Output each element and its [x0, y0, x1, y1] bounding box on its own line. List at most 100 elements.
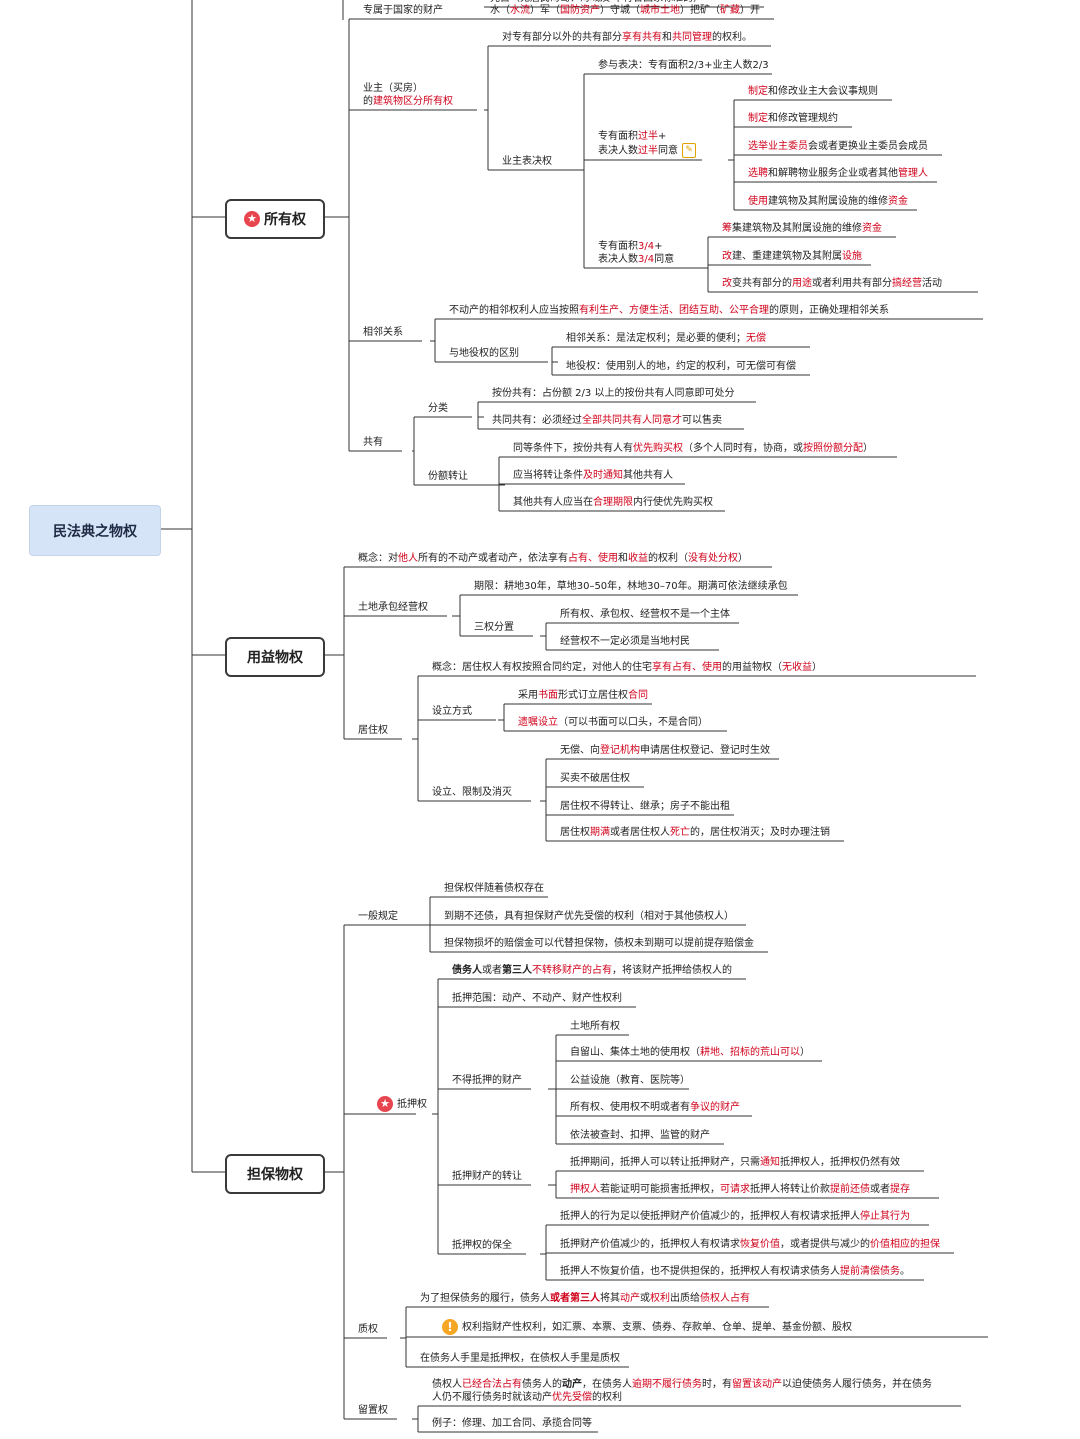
mindmap-node[interactable]: 债权人已经合法占有债务人的动产，在债务人逾期不履行债务时，有留置该动产以迫使债务…: [432, 1378, 932, 1404]
mindmap-node[interactable]: 使用建筑物及其附属设施的维修资金: [748, 195, 908, 208]
mindmap-node[interactable]: 遗嘱设立（可以书面可以口头，不是合同）: [518, 716, 708, 729]
node-line: 应当将转让条件及时通知其他共有人: [513, 469, 673, 482]
mindmap-node[interactable]: 抵押权的保全: [452, 1239, 512, 1252]
mindmap-node[interactable]: 留置权: [358, 1404, 388, 1417]
mindmap-node[interactable]: 债务人或者第三人不转移财产的占有，将该财产抵押给债权人的: [452, 964, 732, 977]
node-text: 三权分置: [474, 622, 514, 633]
mindmap-node[interactable]: 改建、重建建筑物及其附属设施: [722, 250, 862, 263]
mindmap-node[interactable]: 不得抵押的财产: [452, 1074, 522, 1087]
node-text: 所有的不动产或者动产，依法享有: [418, 553, 568, 564]
mindmap-node[interactable]: 土地承包经营权: [358, 601, 428, 614]
node-line: 土地所有权: [570, 1020, 620, 1033]
mindmap-node[interactable]: 按份共有：占份额 2/3 以上的按份共有人同意即可处分: [492, 387, 734, 400]
node-text: 共有: [363, 437, 383, 448]
mindmap-node[interactable]: 制定和修改管理规约: [748, 112, 838, 125]
mindmap-node[interactable]: 相邻关系：是法定权利；是必要的便利；无偿: [566, 332, 766, 345]
node-text: 提存: [890, 1184, 910, 1195]
mindmap-node[interactable]: 依法被查封、扣押、监管的财产: [570, 1129, 710, 1142]
mindmap-node[interactable]: 为了担保债务的履行，债务人或者第三人将其动产或权利出质给债权人占有: [420, 1292, 750, 1305]
node-text: 专有面积: [598, 241, 638, 252]
mindmap-node[interactable]: 一般规定: [358, 910, 398, 923]
mindmap-node[interactable]: 居住权: [358, 724, 388, 737]
mindmap-node[interactable]: 质权: [358, 1323, 378, 1336]
node-line: 专有面积过半+: [598, 130, 696, 143]
mindmap-node[interactable]: 应当将转让条件及时通知其他共有人: [513, 469, 673, 482]
mindmap-node[interactable]: 设立、限制及消灭: [432, 786, 512, 799]
mindmap-node[interactable]: 对专有部分以外的共有部分享有共有和共同管理的权利。: [502, 31, 752, 44]
mindmap-node[interactable]: 业主表决权: [502, 155, 552, 168]
mindmap-node[interactable]: 参与表决：专有面积2/3+业主人数2/3: [598, 59, 769, 72]
mindmap-node[interactable]: 制定和修改业主大会议事规则: [748, 85, 878, 98]
node-text: 抵押权: [397, 1099, 427, 1110]
node-text: 改: [722, 251, 732, 262]
mindmap-node[interactable]: 所有权、承包权、经营权不是一个主体: [560, 608, 730, 621]
mindmap-node[interactable]: 设立方式: [432, 705, 472, 718]
mindmap-node[interactable]: 担保权伴随着债权存在: [444, 882, 544, 895]
node-text: 或者: [482, 965, 502, 976]
mindmap-node[interactable]: 地役权：使用别人的地，约定的权利，可无偿可有偿: [566, 360, 796, 373]
mindmap-node[interactable]: 期限：耕地30年，草地30–50年，林地30–70年。期满可依法继续承包: [474, 580, 788, 593]
mindmap-node[interactable]: 选举业主委员会或者更换业主委员会成员: [748, 140, 928, 153]
mindmap-node[interactable]: 选聘和解聘物业服务企业或者其他管理人: [748, 167, 928, 180]
mindmap-node[interactable]: 抵押人的行为足以使抵押财产价值减少的，抵押权人有权请求抵押人停止其行为: [560, 1210, 910, 1223]
mindmap-node[interactable]: 在债务人手里是抵押权，在债权人手里是质权: [420, 1352, 620, 1365]
topic-ownership[interactable]: ★所有权: [225, 199, 325, 239]
mindmap-node[interactable]: 抵押财产的转让: [452, 1170, 522, 1183]
mindmap-node[interactable]: 专有面积3/4+表决人数3/4同意: [598, 240, 674, 266]
topic-ownership-label: 所有权: [264, 212, 306, 228]
mindmap-node[interactable]: 水（水流）军（国防资产）守城（城市土地）把矿（矿藏）开: [490, 4, 760, 17]
mindmap-node[interactable]: 抵押范围：动产、不动产、财产性权利: [452, 992, 622, 1005]
node-text: 设施: [842, 251, 862, 262]
mindmap-node[interactable]: 采用书面形式订立居住权合同: [518, 689, 648, 702]
mindmap-node[interactable]: 三权分置: [474, 621, 514, 634]
mindmap-node[interactable]: 买卖不破居住权: [560, 772, 630, 785]
node-text: ）军（: [530, 5, 560, 16]
mindmap-node[interactable]: 所有权、使用权不明或者有争议的财产: [570, 1101, 740, 1114]
mindmap-node[interactable]: 分类: [428, 402, 448, 415]
mindmap-node[interactable]: !权利指财产性权利，如汇票、本票、支票、债券、存款单、仓单、提单、基金份额、股权: [442, 1319, 852, 1335]
mindmap-node[interactable]: 改变共有部分的用途或者利用共有部分搞经营活动: [722, 277, 942, 290]
mindmap-node[interactable]: 居住权不得转让、继承；房子不能出租: [560, 800, 730, 813]
mindmap-node[interactable]: 筹集建筑物及其附属设施的维修资金: [722, 222, 882, 235]
mindmap-node[interactable]: 专属于国家的财产: [363, 4, 443, 17]
mindmap-node[interactable]: 同等条件下，按份共有人有优先购买权（多个人同时有，协商，或按照份额分配）: [513, 442, 873, 455]
node-text: ）把矿（: [680, 5, 720, 16]
node-text: 选举业主委员: [748, 141, 808, 152]
mindmap-node[interactable]: 相邻关系: [363, 326, 403, 339]
mindmap-node[interactable]: 经营权不一定必须是当地村民: [560, 635, 690, 648]
mindmap-node[interactable]: 业主（买房）的建筑物区分所有权: [363, 82, 453, 108]
mindmap-node[interactable]: 与地役权的区别: [449, 347, 519, 360]
mindmap-node[interactable]: 抵押人不恢复价值，也不提供担保的，抵押权人有权请求债务人提前清偿债务。: [560, 1265, 910, 1278]
mindmap-node[interactable]: 押权人若能证明可能损害抵押权，可请求抵押人将转让价款提前还债或者提存: [570, 1183, 910, 1196]
mindmap-node[interactable]: 到期不还债，具有担保财产优先受偿的权利（相对于其他债权人）: [444, 910, 734, 923]
mindmap-node[interactable]: 无偿、向登记机构申请居住权登记、登记时生效: [560, 744, 770, 757]
mindmap-node[interactable]: 抵押期间，抵押人可以转让抵押财产，只需通知抵押权人，抵押权仍然有效: [570, 1156, 900, 1169]
mindmap-node[interactable]: 先占（无居民海岛、海域及 不符合国家标准的）: [490, 0, 703, 5]
mindmap-node[interactable]: 例子：修理、加工合同、承揽合同等: [432, 1417, 592, 1430]
mindmap-node[interactable]: 概念：对他人所有的不动产或者动产，依法享有占有、使用和收益的权利（没有处分权）: [358, 552, 748, 565]
mindmap-node[interactable]: 担保物损坏的赔偿金可以代替担保物，债权未到期可以提前提存赔偿金: [444, 937, 754, 950]
node-line: 抵押范围：动产、不动产、财产性权利: [452, 992, 622, 1005]
node-text: 遗嘱设立: [518, 717, 558, 728]
node-text: 优先购买权: [633, 443, 683, 454]
root-topic[interactable]: 民法典之物权: [29, 505, 161, 556]
mindmap-node[interactable]: 其他共有人应当在合理期限内行使优先购买权: [513, 496, 713, 509]
mindmap-node[interactable]: 概念：居住权人有权按照合同约定，对他人的住宅享有占有、使用的用益物权（无收益）: [432, 661, 822, 674]
mindmap-node[interactable]: 不动产的相邻权利人应当按照有利生产、方便生活、团结互助、公平合理的原则，正确处理…: [449, 304, 889, 317]
mindmap-node[interactable]: 共同共有：必须经过全部共同共有人同意才可以售卖: [492, 414, 722, 427]
mindmap-node[interactable]: 抵押财产价值减少的，抵押权人有权请求恢复价值，或者提供与减少的价值相应的担保: [560, 1238, 940, 1251]
topic-usufruct[interactable]: 用益物权: [225, 637, 325, 677]
mindmap-node[interactable]: 公益设施（教育、医院等）: [570, 1074, 690, 1087]
topic-security-interest[interactable]: 担保物权: [225, 1154, 325, 1194]
mindmap-node[interactable]: 共有: [363, 436, 383, 449]
node-text: ，或者提供与减少的: [780, 1239, 870, 1250]
mindmap-node[interactable]: 专有面积过半+表决人数过半同意✎: [598, 130, 696, 158]
mindmap-node[interactable]: 居住权期满或者居住权人死亡的，居住权消灭；及时办理注销: [560, 826, 830, 839]
mindmap-node[interactable]: 份额转让: [428, 470, 468, 483]
mindmap-node[interactable]: ★抵押权: [377, 1096, 427, 1112]
mindmap-node[interactable]: 土地所有权: [570, 1020, 620, 1033]
node-text: 动产: [562, 1379, 582, 1390]
node-text: 居住权: [560, 827, 590, 838]
mindmap-node[interactable]: 自留山、集体土地的使用权（耕地、招标的荒山可以）: [570, 1046, 810, 1059]
node-line: 设立、限制及消灭: [432, 786, 512, 799]
